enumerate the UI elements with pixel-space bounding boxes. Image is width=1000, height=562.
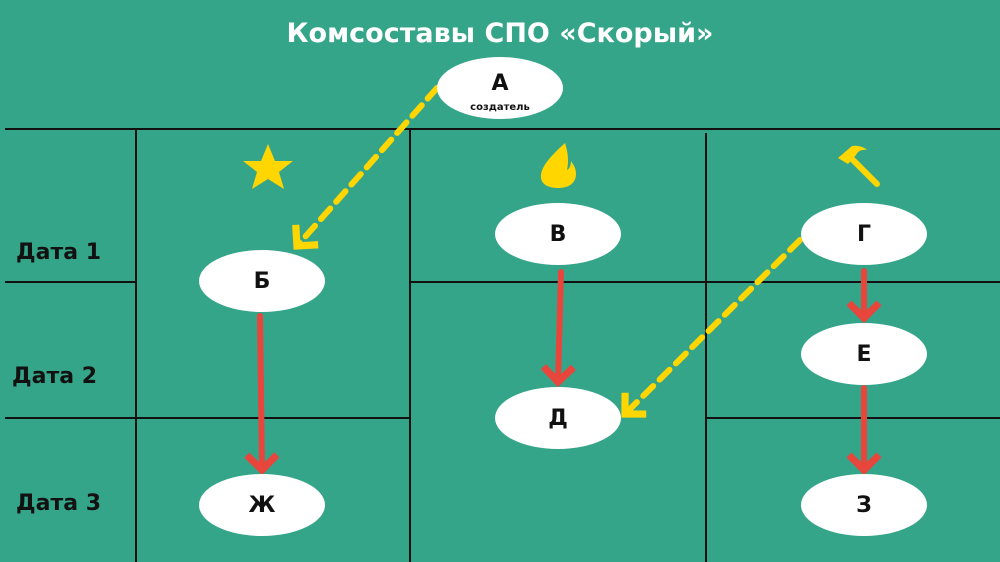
node-a: А создатель xyxy=(437,57,563,119)
node-d: Д xyxy=(495,387,621,449)
diagram-title: Комсоставы СПО «Скорый» xyxy=(286,18,714,49)
hammer-icon xyxy=(838,145,880,187)
edge-g-d xyxy=(621,237,803,418)
node-b: Б xyxy=(199,250,325,312)
node-v: В xyxy=(495,203,621,265)
edge-v-d xyxy=(540,269,576,388)
edge-b-zh xyxy=(244,313,280,476)
node-e: Е xyxy=(801,323,927,385)
node-label: Д xyxy=(548,405,568,431)
node-z: З xyxy=(801,474,927,536)
row-label-date-2: Дата 2 xyxy=(12,364,98,389)
row-label-date-3: Дата 3 xyxy=(16,491,102,516)
node-zh: Ж xyxy=(199,474,325,536)
node-label: Г xyxy=(856,221,872,247)
fire-icon xyxy=(540,143,576,188)
grid-lines xyxy=(5,128,1000,562)
node-label: Ж xyxy=(248,492,276,518)
node-label: Б xyxy=(253,268,271,294)
node-g: Г xyxy=(801,203,927,265)
node-label: А xyxy=(491,71,509,96)
node-sublabel: создатель xyxy=(470,102,530,113)
node-label: В xyxy=(549,221,567,247)
star-icon xyxy=(243,144,293,189)
edge-a-b xyxy=(292,85,440,250)
node-label: Е xyxy=(856,341,872,367)
node-label: З xyxy=(856,492,872,518)
row-label-date-1: Дата 1 xyxy=(16,240,102,265)
